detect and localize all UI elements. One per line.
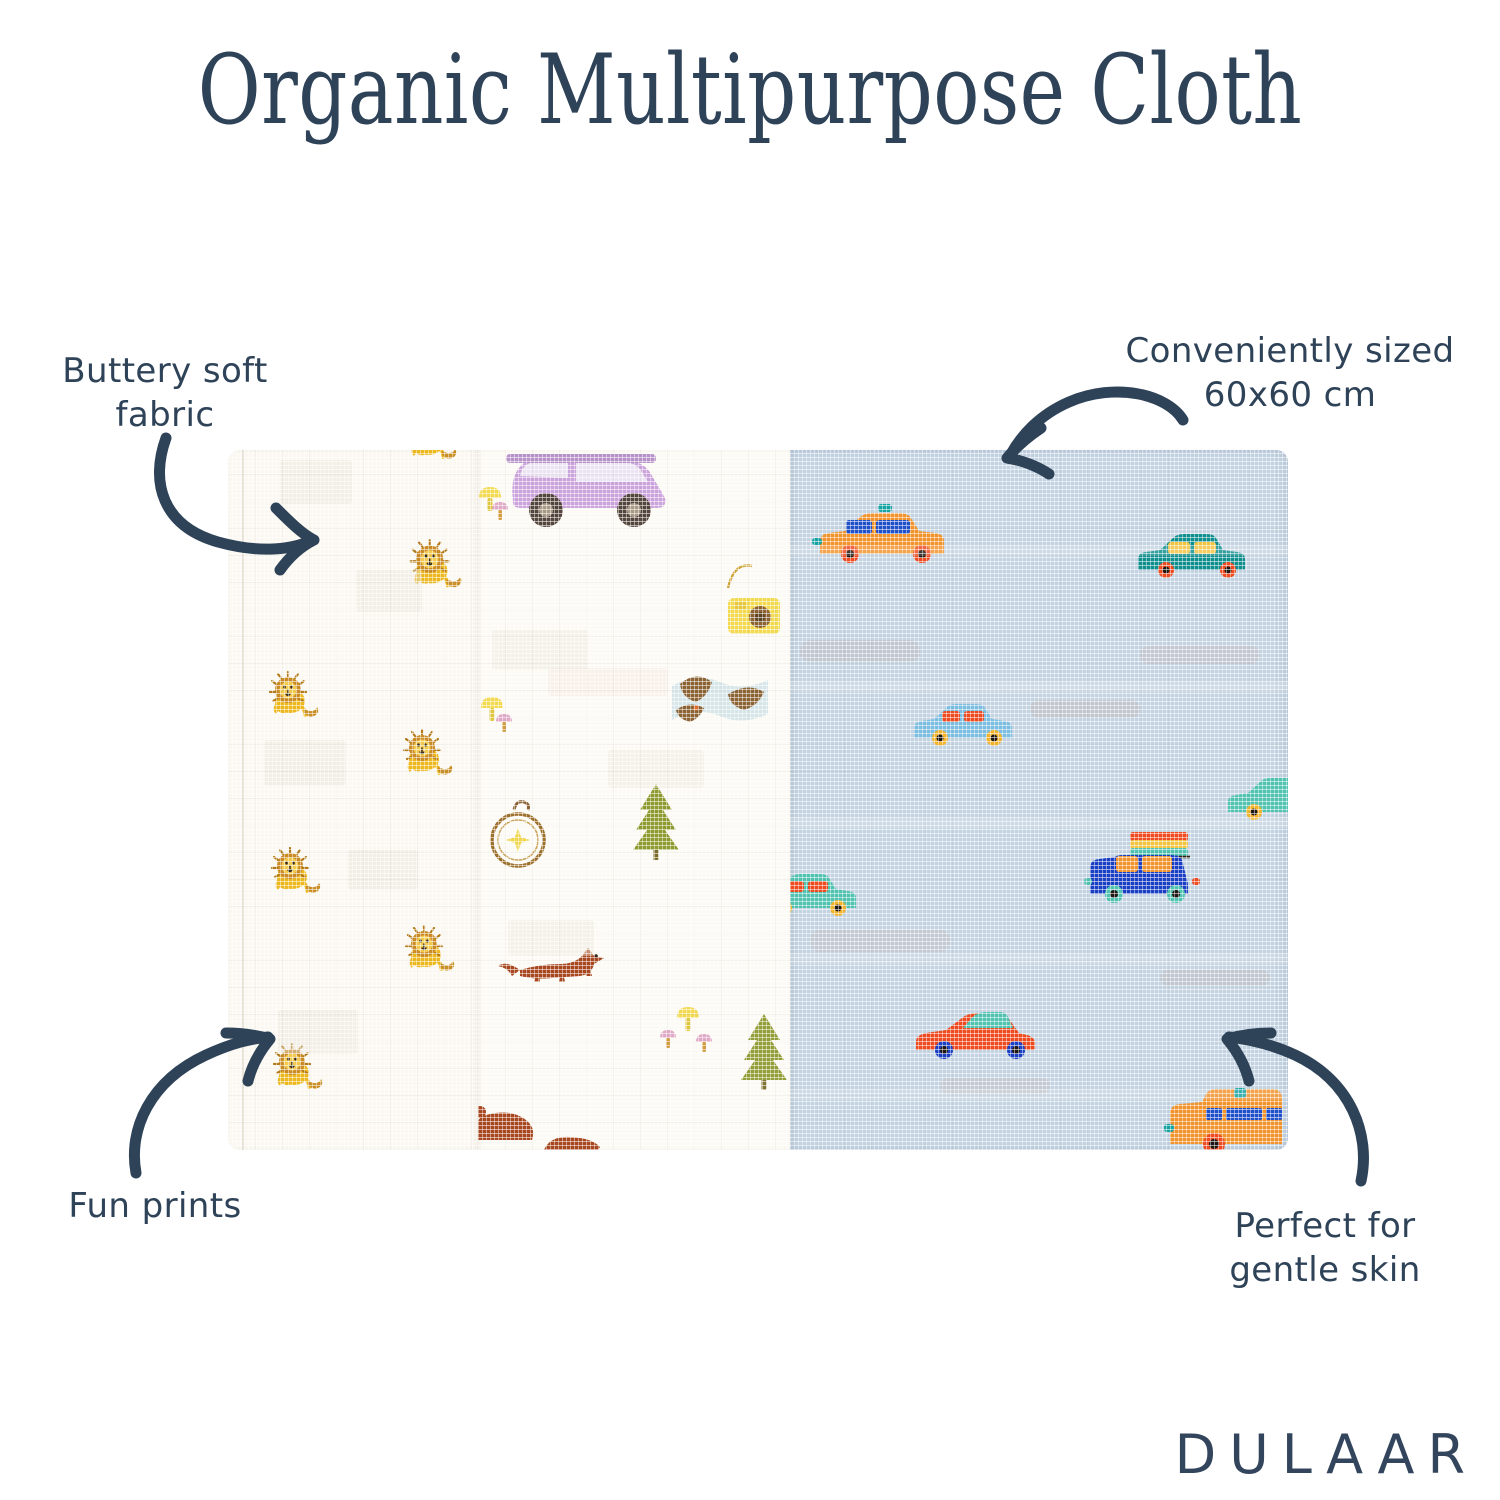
pine-tree-motif: [633, 784, 679, 860]
mushroom-motif: [696, 1034, 712, 1052]
compass-motif: [490, 800, 546, 868]
car-print-motifs: [790, 504, 1288, 1150]
cloth-panel-car-print: [790, 450, 1288, 1150]
pine-tree-motif: [741, 1014, 787, 1090]
annotation-conveniently-sized: Conveniently sized 60x60 cm: [1125, 331, 1455, 415]
badger-motif: [544, 1136, 600, 1150]
annotation-fun-prints: Fun prints: [68, 1186, 242, 1226]
sports-car-motif: [916, 1012, 1035, 1059]
cloth-panel-camping-print: [478, 450, 790, 1150]
camper-van-motif: [506, 454, 666, 527]
camping-print-motifs: [478, 454, 787, 1150]
mint-car-motif: [1228, 778, 1288, 820]
map-motif: [672, 676, 768, 722]
hatchback-motif: [914, 704, 1012, 746]
mushroom-motif: [492, 502, 508, 520]
annotation-buttery-soft-fabric: Buttery soft fabric: [62, 351, 268, 435]
mushroom-motif: [496, 714, 512, 732]
camera-motif: [726, 564, 780, 634]
cloth-panel-lion-print: [228, 450, 478, 1150]
mushroom-motif: [660, 1030, 676, 1048]
bear-motif: [478, 1106, 534, 1140]
suv-with-roof-rack-motif: [1084, 832, 1200, 903]
page-title: Organic Multipurpose Cloth: [197, 34, 1303, 146]
product-photo: [228, 450, 1288, 1150]
lion-print-motifs: [264, 450, 463, 1091]
annotation-perfect-for-gentle-skin: Perfect for gentle skin: [1229, 1206, 1421, 1290]
mint-car-motif: [790, 874, 856, 916]
brand-logo-dulaar: DULAAR: [1174, 1423, 1478, 1486]
mushroom-motif: [677, 1007, 699, 1031]
